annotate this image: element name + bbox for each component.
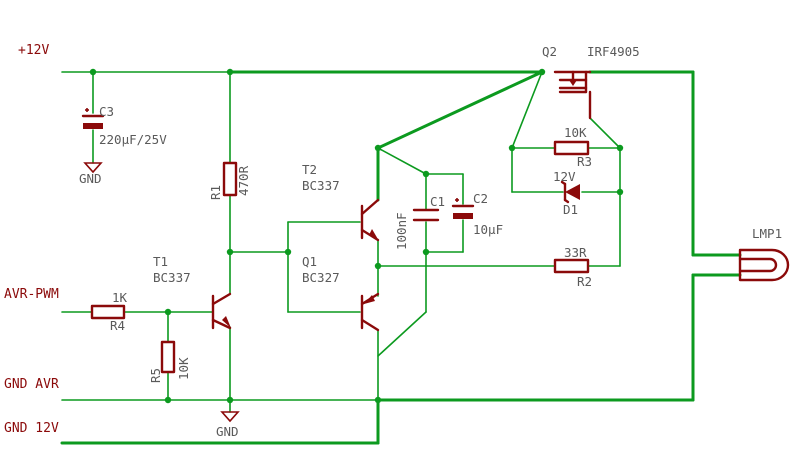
d1-diode-symbol xyxy=(560,180,580,204)
r3-name: R3 xyxy=(577,154,592,169)
t1-gnd-icon xyxy=(220,411,240,423)
q1-transistor-symbol xyxy=(360,292,380,332)
q1-name: Q1 xyxy=(302,254,317,269)
q1-value: BC327 xyxy=(302,270,340,285)
r1-resistor-symbol xyxy=(222,161,238,197)
r5-resistor-symbol xyxy=(160,340,176,374)
r5-name: R5 xyxy=(148,368,163,383)
c2-capacitor-symbol xyxy=(451,198,475,219)
r2-name: R2 xyxy=(577,274,592,289)
q2-mosfet-symbol xyxy=(553,70,592,120)
r2-value: 33R xyxy=(564,245,587,260)
t2-value: BC337 xyxy=(302,178,340,193)
r3-value: 10K xyxy=(564,125,587,140)
t1-name: T1 xyxy=(153,254,168,269)
c2-name: C2 xyxy=(473,191,488,206)
c1-name: C1 xyxy=(430,194,445,209)
c3-name: C3 xyxy=(99,104,114,119)
c3-gnd-icon xyxy=(83,162,103,174)
q2-name: Q2 xyxy=(542,44,557,59)
net-labels: +12V AVR-PWM GND AVR GND 12V xyxy=(4,43,59,436)
t1-transistor-symbol xyxy=(211,292,232,330)
net-label-gnd-avr: GND AVR xyxy=(4,377,59,392)
t1-value: BC337 xyxy=(153,270,191,285)
r1-value: 470R xyxy=(236,165,251,196)
r2-resistor-symbol xyxy=(553,258,590,274)
c3-value: 220µF/25V xyxy=(99,132,167,147)
lmp1-name: LMP1 xyxy=(752,226,782,241)
c1-value: 100nF xyxy=(394,212,409,250)
net-label-gnd-12v: GND 12V xyxy=(4,421,59,436)
r5-value: 10K xyxy=(176,357,191,380)
r3-resistor-symbol xyxy=(553,140,590,156)
part-labels: C3 220µF/25V GND R1 470R T1 BC337 1K R4 … xyxy=(79,44,782,439)
r4-resistor-symbol xyxy=(90,304,126,320)
junctions xyxy=(89,68,624,404)
c2-value: 10µF xyxy=(473,222,503,237)
lmp1-lamp-icon xyxy=(738,248,790,282)
net-label-vplus: +12V xyxy=(18,43,49,58)
q2-value: IRF4905 xyxy=(587,44,640,59)
r4-value: 1K xyxy=(112,290,128,305)
d1-name: D1 xyxy=(563,202,578,217)
t2-transistor-symbol xyxy=(360,198,380,242)
t2-name: T2 xyxy=(302,162,317,177)
c1-capacitor-symbol xyxy=(412,208,440,222)
net-label-avr-pwm: AVR-PWM xyxy=(4,287,59,302)
c3-gnd-label: GND xyxy=(79,171,102,186)
r1-name: R1 xyxy=(208,185,223,200)
r4-name: R4 xyxy=(110,318,125,333)
t1-gnd-label: GND xyxy=(216,424,239,439)
d1-value: 12V xyxy=(553,169,576,184)
c3-capacitor-symbol xyxy=(81,108,105,129)
